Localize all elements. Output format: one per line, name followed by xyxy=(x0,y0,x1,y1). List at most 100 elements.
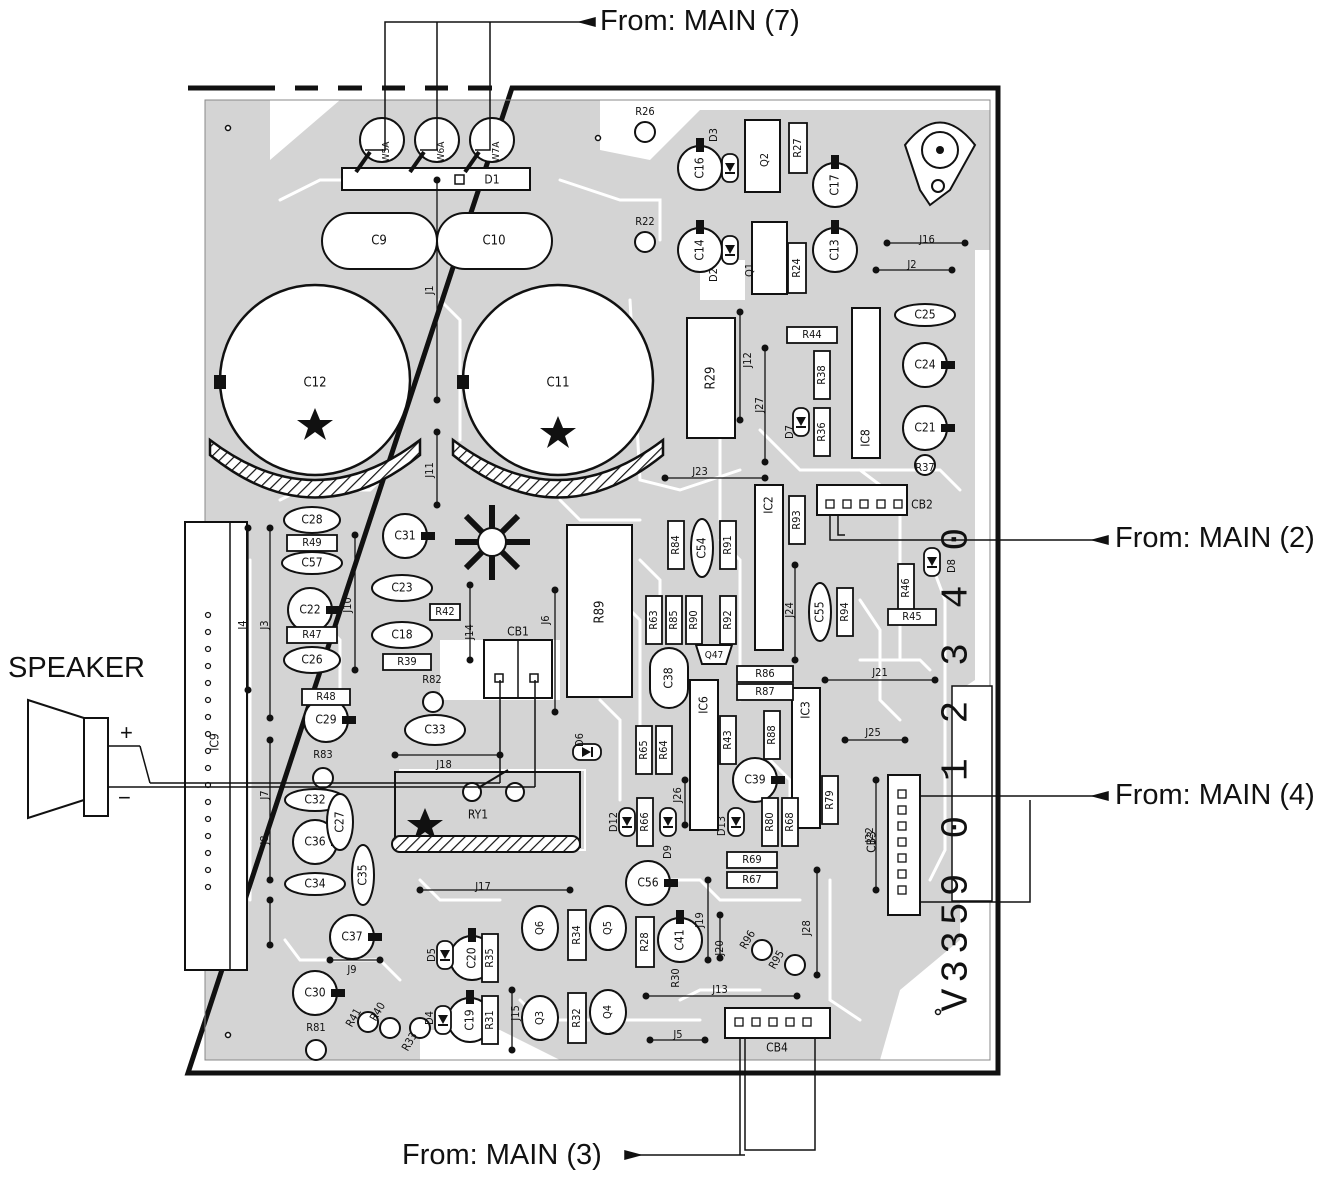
resistor-r84 xyxy=(667,520,685,570)
ic8 xyxy=(851,307,881,459)
capacitor-c21 xyxy=(902,405,955,451)
ref-c24: C24 xyxy=(914,358,935,372)
ref-r28: R28 xyxy=(638,932,651,951)
resistor-r22 xyxy=(634,231,656,253)
ref-w7a: W7A xyxy=(491,141,502,163)
ref-r93: R93 xyxy=(790,510,803,529)
ref-j26: J26 xyxy=(671,787,684,804)
ref-r67: R67 xyxy=(742,873,761,886)
ref-j3: J3 xyxy=(258,620,271,630)
ref-j4: J4 xyxy=(236,620,249,630)
ref-r27: R27 xyxy=(791,138,804,157)
ref-c38: C38 xyxy=(662,667,676,688)
ref-j9: J9 xyxy=(346,963,356,976)
resistor-r82 xyxy=(422,691,444,713)
ref-r68: R68 xyxy=(783,812,796,831)
ref-j2: J2 xyxy=(906,258,916,271)
jumper-j8 xyxy=(266,896,274,949)
ref-c37: C37 xyxy=(341,930,362,944)
capacitor-c56 xyxy=(625,860,678,906)
ref-r42: R42 xyxy=(435,605,454,618)
ref-d5: D5 xyxy=(425,948,438,962)
ref-r85: R85 xyxy=(667,610,680,629)
resistor-r90 xyxy=(685,595,703,645)
resistor-r65 xyxy=(635,725,653,775)
ref-c16: C16 xyxy=(693,157,707,178)
ref-j8: J8 xyxy=(258,835,271,845)
wire-main7 xyxy=(365,17,596,151)
ref-r94: R94 xyxy=(838,602,851,621)
capacitor-c29 xyxy=(303,697,356,743)
ref-r29: R29 xyxy=(704,366,719,389)
ref-cb1: CB1 xyxy=(507,625,529,639)
resistor-r69 xyxy=(726,851,778,869)
resistor-r45 xyxy=(887,608,937,626)
ref-r66: R66 xyxy=(638,812,651,831)
resistor-r31 xyxy=(481,995,499,1045)
ref-r86: R86 xyxy=(755,667,774,680)
resistor-r33 xyxy=(409,1017,431,1039)
connector-cb3 xyxy=(887,774,921,916)
ref-c33: C33 xyxy=(424,723,445,737)
resistor-r48 xyxy=(301,688,351,706)
ref-r26: R26 xyxy=(635,105,654,118)
ref-j15: J15 xyxy=(509,1005,522,1022)
diode-d5 xyxy=(436,940,454,970)
capacitor-c55 xyxy=(808,582,832,642)
resistor-r81 xyxy=(305,1039,327,1061)
ref-c19: C19 xyxy=(463,1009,477,1030)
ref-c56: C56 xyxy=(637,876,658,890)
ref-c26: C26 xyxy=(301,653,322,667)
jumper-j14 xyxy=(466,581,474,664)
label-from-main-2: From: MAIN (2) xyxy=(1115,522,1315,554)
ref-c32: C32 xyxy=(304,793,325,807)
connector-cb4 xyxy=(724,1007,831,1039)
ref-ic3: IC3 xyxy=(799,701,813,719)
resistor-r34 xyxy=(567,909,587,961)
connector-cb2 xyxy=(816,484,908,516)
jumper-j28 xyxy=(813,866,821,979)
ref-c14: C14 xyxy=(693,239,707,260)
ref-q4: Q4 xyxy=(601,1005,614,1019)
resistor-r86 xyxy=(736,665,794,683)
capacitor-c13 xyxy=(812,220,858,273)
ref-c22: C22 xyxy=(299,603,320,617)
jumper-j7 xyxy=(266,736,274,884)
resistor-r85 xyxy=(665,595,683,645)
capacitor-c31 xyxy=(382,513,435,559)
transistor-q5 xyxy=(589,905,627,951)
ref-r32: R32 xyxy=(570,1008,583,1027)
ref-c17: C17 xyxy=(828,174,842,195)
resistor-r79 xyxy=(821,775,839,825)
ref-j18: J18 xyxy=(435,758,452,771)
resistor-r38 xyxy=(813,350,831,400)
ref-j11: J11 xyxy=(423,462,436,479)
ref-d8: D8 xyxy=(945,559,958,573)
ref-d7: D7 xyxy=(783,425,796,439)
resistor-r27 xyxy=(788,122,808,174)
ref-j7: J7 xyxy=(258,790,271,800)
resistor-r87 xyxy=(736,683,794,701)
resistor-r42 xyxy=(429,603,461,621)
capacitor-c54 xyxy=(690,518,714,578)
heatsink-star xyxy=(455,505,530,580)
jumper-j25 xyxy=(841,736,909,744)
ref-ic9: IC9 xyxy=(208,733,222,751)
ref-r48: R48 xyxy=(316,690,335,703)
ref-j20: J20 xyxy=(713,940,726,957)
ref-c39: C39 xyxy=(744,773,765,787)
ref-r35: R35 xyxy=(483,948,496,967)
ref-c36: C36 xyxy=(304,835,325,849)
ref-c29: C29 xyxy=(315,713,336,727)
ref-c57: C57 xyxy=(301,556,322,570)
ref-c41: C41 xyxy=(673,929,687,950)
ref-c31: C31 xyxy=(394,529,415,543)
jumper-j24 xyxy=(791,561,799,664)
capacitor-c27 xyxy=(326,793,354,851)
resistor-r39 xyxy=(382,653,432,671)
ref-d2: D2 xyxy=(707,268,720,282)
ref-d12: D12 xyxy=(607,812,620,832)
resistor-r91 xyxy=(719,520,737,570)
jumper-j26 xyxy=(681,776,689,829)
